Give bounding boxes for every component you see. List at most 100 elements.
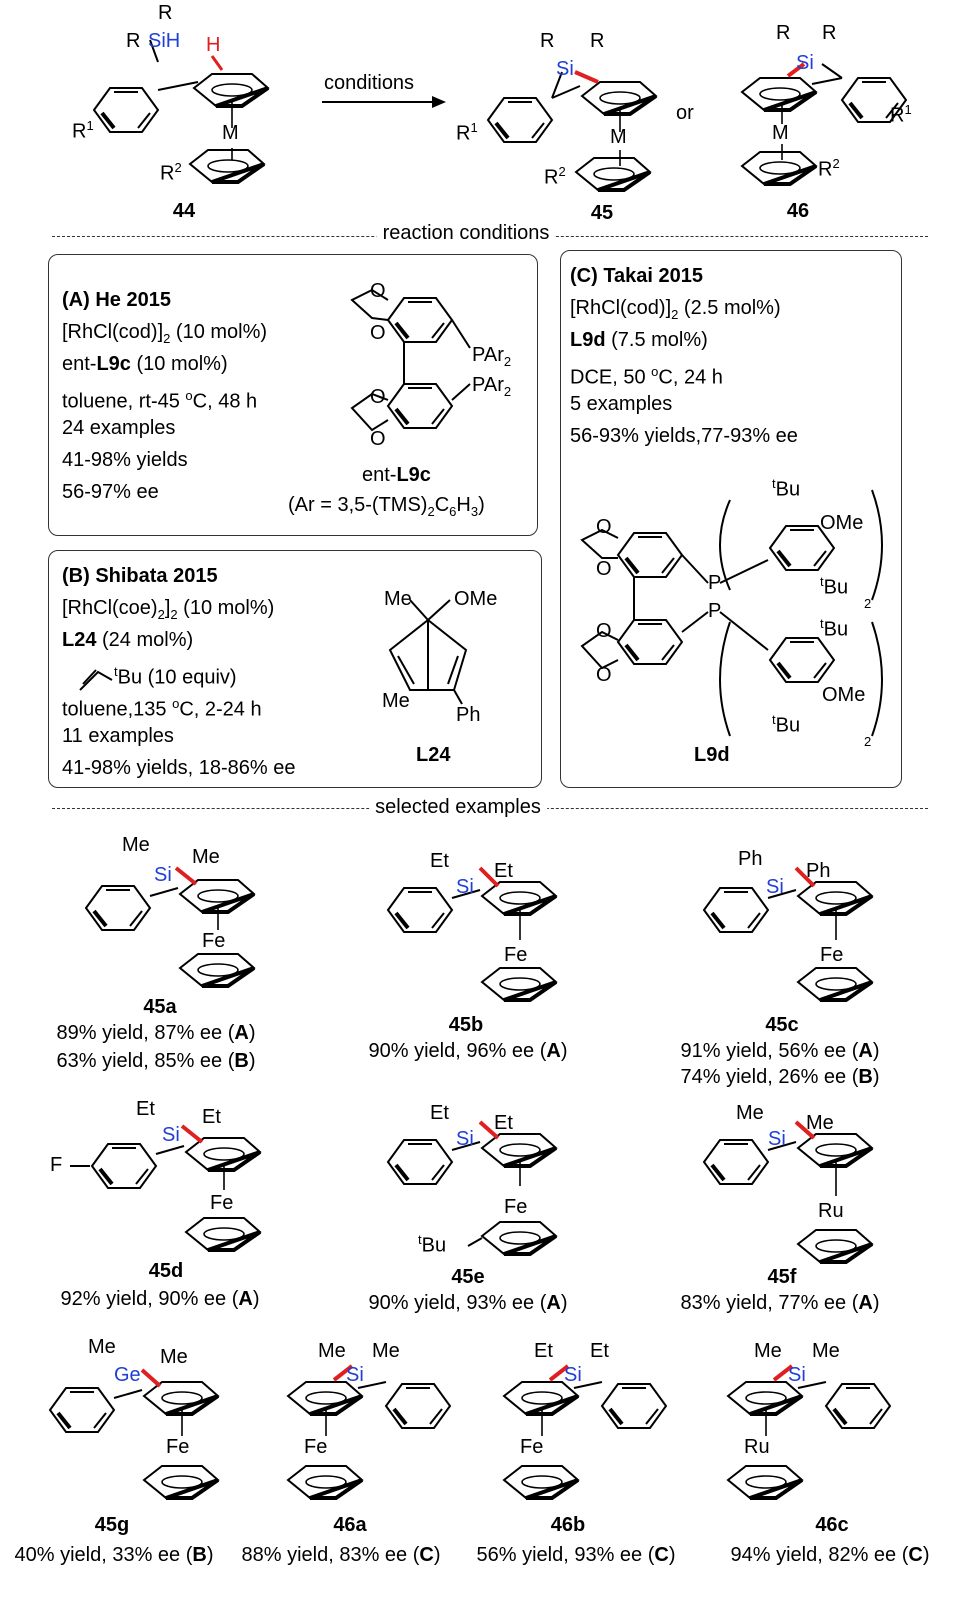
heteroatom-label: Si: [154, 864, 172, 886]
atom-sub2: 2: [864, 734, 872, 749]
box-c-solvent: DCE, 50 oC, 24 h: [570, 364, 723, 389]
atom-o: O: [370, 428, 386, 450]
atom-r2: R2: [818, 156, 840, 181]
example-46b-structure: [502, 1364, 668, 1500]
atom-m: M: [222, 122, 239, 144]
compound-46-label: 46: [786, 200, 810, 222]
atom-ome: OMe: [820, 512, 864, 534]
example-id-46a: 46a: [333, 1514, 367, 1536]
substituent-label: Me: [806, 1112, 834, 1134]
ligand-l24-label: L24: [416, 744, 451, 766]
atom-sih: SiH: [148, 30, 181, 52]
box-a-yields: 41-98% yields: [62, 449, 188, 471]
substituent-label: Me: [754, 1340, 782, 1362]
example-45d-structure: [70, 1124, 262, 1252]
box-b-yields: 41-98% yields, 18-86% ee: [62, 757, 296, 779]
box-a-ligand: ent-L9c (10 mol%): [62, 353, 228, 375]
section-label-examples: selected examples: [369, 796, 547, 819]
substituent-label: Ph: [806, 860, 831, 882]
metal-label: Fe: [820, 944, 844, 966]
example-result: 40% yield, 33% ee (B): [14, 1544, 214, 1566]
atom-o: O: [596, 516, 612, 538]
example-id-45e: 45e: [451, 1266, 485, 1288]
atom-o: O: [370, 322, 386, 344]
metal-label: Fe: [504, 1196, 528, 1218]
compound-45-label: 45: [590, 202, 614, 224]
ligand-l9c-label: ent-L9c: [362, 464, 431, 486]
substituent-label: Et: [430, 1102, 449, 1124]
substituent-label: Et: [590, 1340, 609, 1362]
substituent-tbu: tBu: [418, 1232, 447, 1257]
example-45f-structure: [702, 1120, 874, 1264]
heteroatom-label: Si: [162, 1124, 180, 1146]
example-result: 63% yield, 85% ee (B): [56, 1050, 256, 1072]
conditions-a-text: (A) He 2015 [RhCl(cod)]2 (10 mol%) ent-L…: [62, 284, 267, 508]
example-result: 92% yield, 90% ee (A): [60, 1288, 260, 1310]
atom-tbu: tBu: [820, 574, 849, 599]
atom-ph: Ph: [456, 704, 481, 726]
example-result: 94% yield, 82% ee (C): [730, 1544, 930, 1566]
box-c-yields: 56-93% yields,77-93% ee: [570, 425, 798, 447]
atom-sub2: 2: [864, 596, 872, 611]
example-id-45c: 45c: [765, 1014, 799, 1036]
metal-label: Ru: [744, 1436, 770, 1458]
heteroatom-label: Si: [456, 1128, 474, 1150]
substituent-label: Me: [372, 1340, 400, 1362]
heteroatom-label: Si: [768, 1128, 786, 1150]
box-a-title: (A) He 2015: [62, 289, 171, 311]
box-a-examples: 24 examples: [62, 417, 176, 439]
box-b-ligand: L24 (24 mol%): [62, 629, 194, 651]
atom-tbu: tBu: [772, 476, 801, 501]
substituent-label: Me: [160, 1346, 188, 1368]
substituent-label: Me: [736, 1102, 764, 1124]
example-id-45d: 45d: [148, 1260, 184, 1282]
atom-o: O: [370, 280, 386, 302]
substituent-label: Et: [430, 850, 449, 872]
ligand-l9c-note: (Ar = 3,5-(TMS)2C6H3): [288, 494, 485, 519]
box-c-title: (C) Takai 2015: [570, 265, 704, 287]
atom-r: R: [158, 2, 173, 24]
atom-r: R: [590, 30, 605, 52]
ligand-l9d-structure: [580, 489, 883, 737]
atom-tbu: tBu: [772, 712, 801, 737]
box-b-alkene: tBu (10 equiv): [114, 664, 237, 689]
substituent-label: Me: [122, 834, 150, 856]
example-result: 88% yield, 83% ee (C): [241, 1544, 441, 1566]
compound-44-label: 44: [172, 200, 196, 222]
metal-label: Fe: [166, 1436, 190, 1458]
atom-o: O: [596, 664, 612, 686]
heteroatom-label: Si: [346, 1364, 364, 1386]
example-result: 89% yield, 87% ee (A): [56, 1022, 256, 1044]
arrow-label: conditions: [324, 72, 415, 94]
tert-butyl-ethylene-structure: [79, 669, 113, 691]
atom-ome: OMe: [822, 684, 866, 706]
example-result: 83% yield, 77% ee (A): [680, 1292, 880, 1314]
conditions-b-text: (B) Shibata 2015 [RhCl(coe)2]2 (10 mol%)…: [62, 560, 295, 784]
example-id-45g: 45g: [94, 1514, 130, 1536]
box-c-ligand: L9d (7.5 mol%): [570, 329, 708, 351]
or-label: or: [676, 102, 694, 124]
example-result: 90% yield, 96% ee (A): [368, 1040, 568, 1062]
example-id-45b: 45b: [448, 1014, 484, 1036]
metal-label: Fe: [304, 1436, 328, 1458]
conditions-box-b: [48, 550, 542, 788]
compound-44-structure: [92, 39, 270, 184]
example-45c-structure: [702, 866, 874, 1002]
heteroatom-label: Si: [564, 1364, 582, 1386]
atom-ome: OMe: [454, 588, 498, 610]
atom-me: Me: [382, 690, 410, 712]
box-b-catalyst: [RhCl(coe)2]2 (10 mol%): [62, 597, 275, 622]
box-c-catalyst: [RhCl(cod)]2 (2.5 mol%): [570, 297, 781, 322]
atom-si: Si: [556, 58, 574, 80]
example-46c-structure: [726, 1364, 892, 1500]
atom-r2: R2: [544, 164, 566, 189]
substituent-label: Et: [494, 860, 513, 882]
metal-label: Fe: [520, 1436, 544, 1458]
box-b-solvent: toluene,135 oC, 2-24 h: [62, 696, 262, 721]
substituent-label: Me: [318, 1340, 346, 1362]
atom-r1: R1: [890, 102, 912, 127]
example-45g-structure: [48, 1368, 220, 1500]
atom-par2: PAr2: [472, 374, 512, 399]
example-45a-structure: [84, 866, 256, 988]
atom-m: M: [772, 122, 789, 144]
